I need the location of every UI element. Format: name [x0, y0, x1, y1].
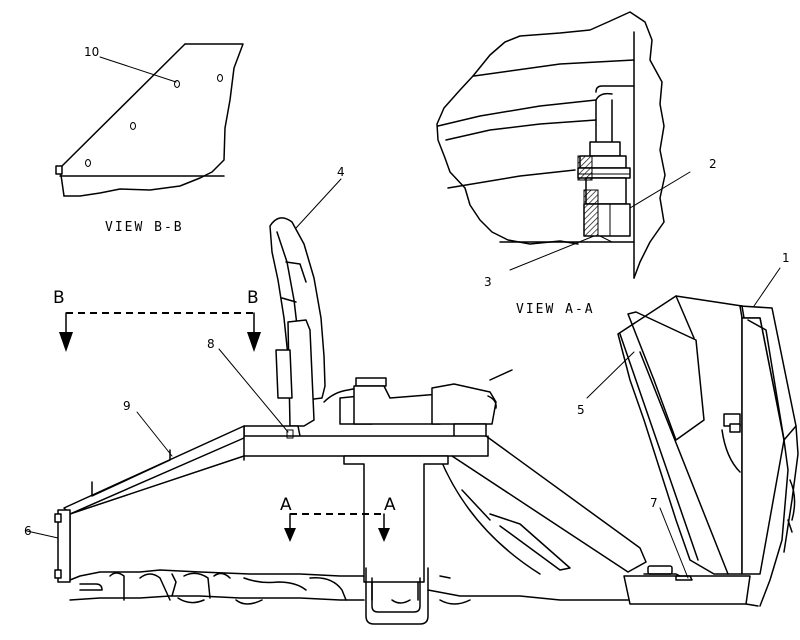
section-a-a-cut-line	[284, 513, 390, 542]
view-b-b-label: VIEW B-B	[105, 220, 184, 235]
section-b-right-label: B	[247, 288, 259, 308]
callout-4: 4	[337, 165, 345, 179]
callout-labels: 1 2 3 4 5 6 7 8 9 10	[24, 45, 790, 538]
callout-10: 10	[84, 45, 99, 59]
view-a-a-detail	[436, 11, 691, 279]
section-b-left-label: B	[53, 288, 65, 308]
callout-8: 8	[207, 337, 215, 351]
callout-9: 9	[123, 399, 131, 413]
view-a-a-label: VIEW A-A	[516, 302, 595, 317]
view-b-b-detail	[55, 43, 244, 197]
main-assembly	[54, 217, 799, 625]
callout-1: 1	[782, 251, 790, 265]
section-b-b-cut-line	[59, 312, 261, 352]
callout-6: 6	[24, 524, 32, 538]
callout-3: 3	[484, 275, 492, 289]
section-a-right-label: A	[384, 495, 396, 515]
callout-2: 2	[709, 157, 717, 171]
callout-5: 5	[577, 403, 585, 417]
section-a-left-label: A	[280, 495, 292, 515]
leader-lines	[26, 178, 781, 579]
callout-7: 7	[650, 496, 658, 510]
